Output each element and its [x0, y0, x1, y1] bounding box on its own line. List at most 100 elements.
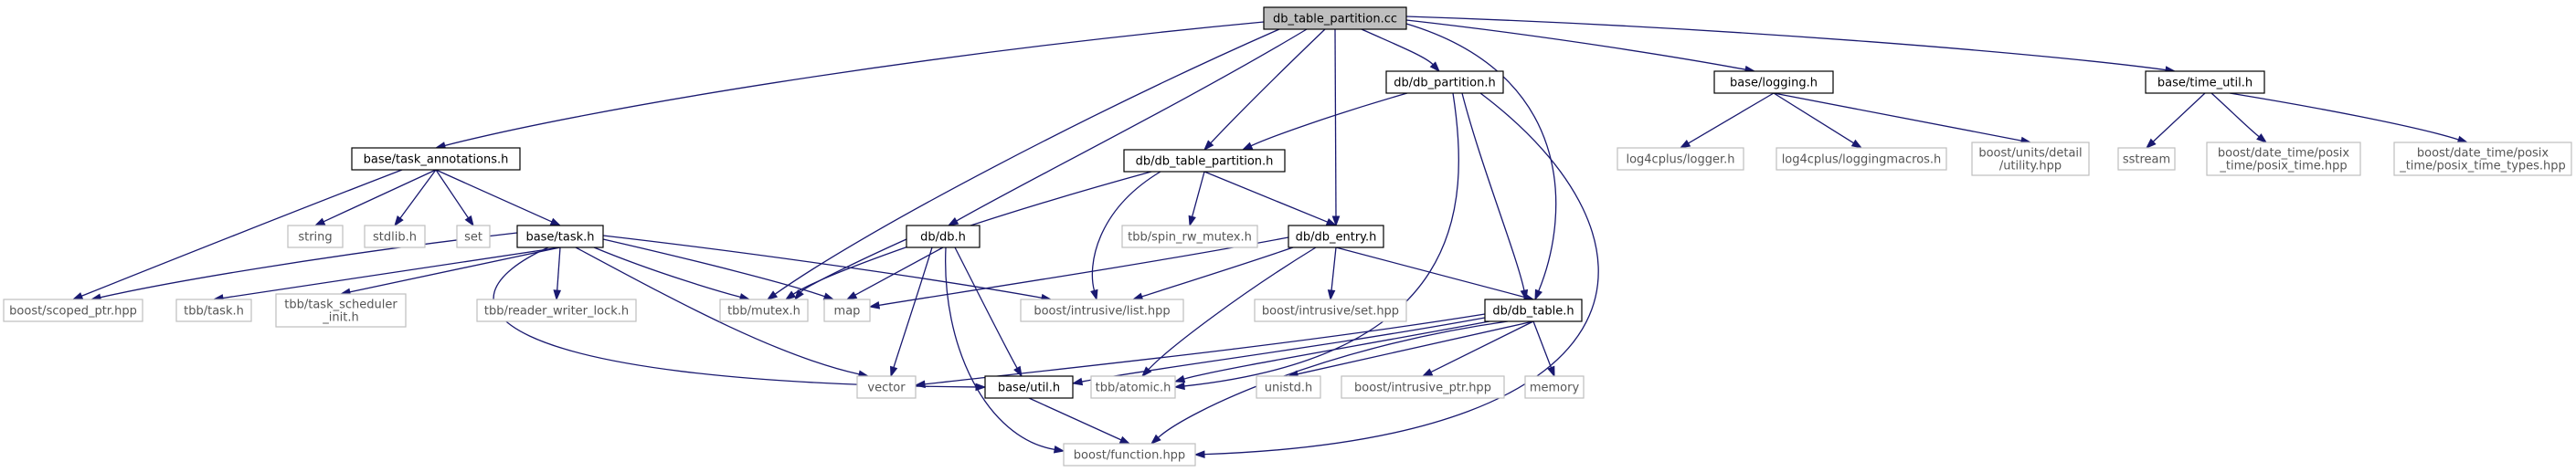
node-memory: memory	[1524, 375, 1585, 399]
edge-line	[1461, 92, 1525, 291]
node-logging[interactable]: base/logging.h	[1713, 70, 1834, 94]
edge-line	[444, 21, 1265, 147]
edge-line	[2152, 92, 2206, 142]
edge-line	[1148, 246, 1317, 371]
node-label: vector	[867, 382, 906, 395]
node-box	[476, 299, 637, 322]
node-db-partition[interactable]: db/db_partition.h	[1385, 70, 1504, 94]
node-db-db[interactable]: db/db.h	[906, 225, 981, 248]
edge-layer	[71, 16, 2469, 458]
arrowhead	[313, 217, 326, 226]
edge-line	[349, 246, 561, 293]
arrowhead	[1090, 288, 1098, 301]
edge-time_util-to-sstream	[2145, 92, 2206, 150]
edge-root-to-time_util	[1405, 16, 2177, 74]
node-box	[2145, 70, 2265, 94]
arrowhead	[1188, 215, 1196, 227]
node-box	[2206, 142, 2361, 176]
edge-line	[956, 28, 1308, 222]
node-base-task[interactable]: base/task.h	[516, 225, 604, 248]
edge-line	[100, 232, 518, 299]
edge-base_task-to-task_scheduler_init	[339, 246, 561, 297]
node-label: log4cplus/loggingmacros.h	[1782, 153, 1942, 167]
edge-db_table_partition-to-db_entry	[1203, 171, 1338, 226]
node-map: map	[823, 299, 871, 322]
node-layer: db_table_partition.cc base/task_annotatio…	[3, 6, 2572, 467]
edge-line	[878, 236, 1289, 307]
node-root[interactable]: db_table_partition.cc	[1263, 6, 1407, 30]
arrowhead	[1150, 434, 1161, 445]
edge-line	[1183, 320, 1490, 380]
node-posix-time: boost/date_time/posix_time/posix_time.hp…	[2206, 142, 2361, 176]
node-box	[1484, 299, 1583, 322]
node-label: boost/function.hpp	[1074, 449, 1185, 463]
edge-line	[557, 246, 561, 291]
arrowhead	[2256, 133, 2268, 143]
node-label: log4cplus/logger.h	[1626, 153, 1734, 167]
edge-line	[1330, 246, 1337, 291]
arrowhead	[1173, 382, 1185, 391]
arrowhead	[1203, 140, 1214, 152]
edge-root-to-db_table_partition	[1203, 28, 1326, 152]
arrowhead	[822, 292, 835, 300]
arrowhead	[947, 217, 959, 226]
edge-line	[1773, 92, 1854, 144]
node-base-util[interactable]: base/util.h	[984, 375, 1074, 399]
node-sstream: sstream	[2117, 147, 2176, 171]
node-intrusive-set: boost/intrusive/set.hpp	[1254, 299, 1407, 322]
edge-db_db-to-map	[845, 246, 944, 300]
node-box	[1063, 443, 1196, 467]
node-box	[364, 225, 426, 248]
edge-line	[1532, 320, 1553, 368]
edge-line	[1430, 320, 1534, 373]
node-posix-time-types: boost/date_time/posix_time/posix_time_ty…	[2393, 142, 2572, 176]
node-time-util[interactable]: base/time_util.h	[2145, 70, 2265, 94]
node-label: unistd.h	[1265, 382, 1313, 395]
node-box	[351, 147, 521, 171]
node-box	[719, 299, 809, 322]
edge-db_db-to-vector	[890, 246, 933, 378]
node-label: tbb/task.h	[184, 305, 244, 319]
node-db-table[interactable]: db/db_table.h	[1484, 299, 1583, 322]
arrowhead	[845, 291, 858, 300]
edge-line	[493, 246, 977, 388]
arrowhead	[1053, 446, 1065, 454]
node-log4cplus-logger: log4cplus/logger.h	[1617, 147, 1744, 171]
edge-base_task-to-map	[602, 238, 835, 300]
edge-db_table_partition-to-spin_rw_mutex	[1188, 171, 1205, 227]
node-box	[2117, 147, 2176, 171]
node-box	[1617, 147, 1744, 171]
node-label: boost/intrusive_ptr.hpp	[1354, 382, 1491, 395]
arrowhead	[766, 290, 779, 300]
node-label: base/task_annotations.h	[364, 153, 509, 167]
edge-db_table-to-intrusive_ptr	[1421, 320, 1534, 377]
node-task-scheduler-init: tbb/task_scheduler_init.h	[275, 293, 407, 328]
node-rw-lock: tbb/reader_writer_lock.h	[476, 299, 637, 322]
edge-time_util-to-posix_time_types	[2229, 92, 2469, 143]
node-intrusive-ptr: boost/intrusive_ptr.hpp	[1341, 375, 1505, 399]
arrowhead	[1173, 374, 1186, 383]
edge-task_annotations-to-string	[313, 169, 437, 226]
edge-base_task-to-rw_lock	[553, 246, 562, 301]
node-label: base/time_util.h	[2157, 77, 2253, 90]
node-db-table-partition[interactable]: db/db_table_partition.h	[1123, 149, 1286, 173]
edge-line	[1191, 171, 1205, 217]
node-label: tbb/mutex.h	[727, 305, 800, 319]
arrowhead	[794, 289, 804, 301]
node-db-entry[interactable]: db/db_entry.h	[1288, 225, 1384, 248]
edge-db_table-to-tbb_atomic	[1173, 320, 1490, 383]
node-box	[906, 225, 981, 248]
arrowhead	[1118, 435, 1131, 445]
node-box	[856, 375, 917, 399]
edge-logging-to-log4cplus_loggingmacros	[1773, 92, 1863, 149]
node-task-annotations[interactable]: base/task_annotations.h	[351, 147, 521, 171]
node-box	[1524, 375, 1585, 399]
edge-line	[1203, 171, 1328, 223]
edge-base_util-to-boost_function	[1028, 397, 1131, 445]
arrowhead	[1331, 215, 1341, 227]
node-label: tbb/spin_rw_mutex.h	[1128, 231, 1252, 245]
arrowhead	[914, 380, 926, 389]
edge-line	[593, 246, 741, 299]
edge-db_entry-to-intrusive_list	[1131, 246, 1294, 300]
node-box	[287, 225, 344, 248]
